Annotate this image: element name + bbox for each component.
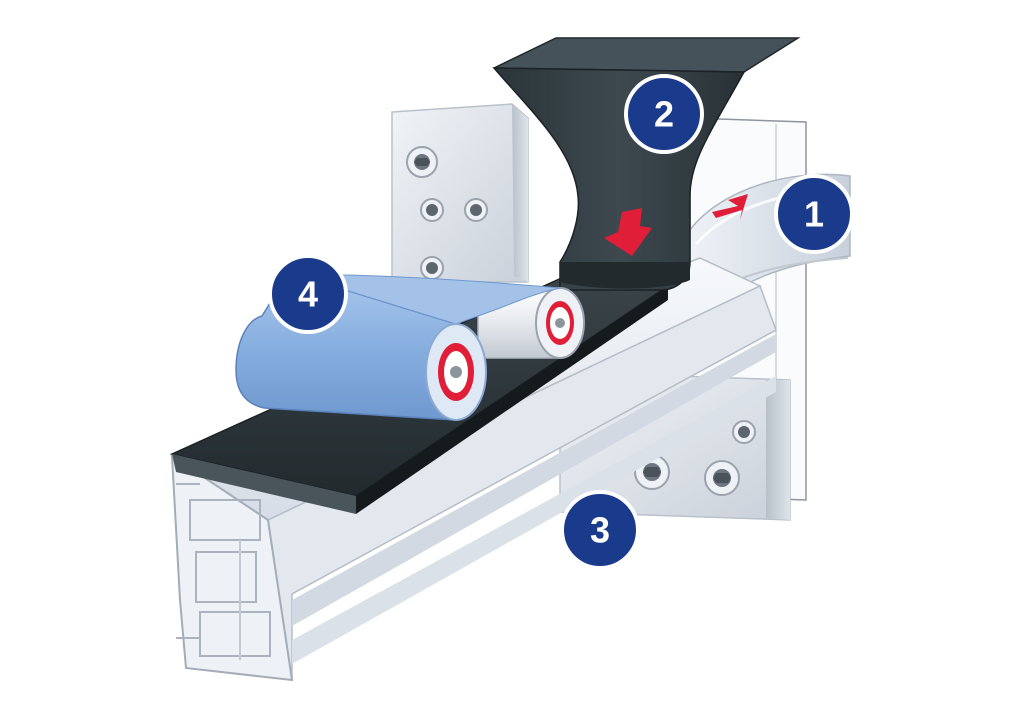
- step-badge-label: 2: [654, 94, 674, 135]
- feed-arrow-icon: [712, 194, 748, 220]
- bolt-icon: [704, 460, 740, 496]
- bolt-icon: [420, 256, 444, 280]
- bolt-icon: [732, 420, 756, 444]
- bolt-icon: [406, 146, 438, 178]
- step-badge-4: 4: [268, 254, 348, 334]
- step-badge-label: 3: [590, 510, 610, 551]
- bolt-icon: [464, 198, 488, 222]
- profile-cross-section: [170, 454, 294, 682]
- flow-arrow-icon: [604, 208, 652, 256]
- step-badge-label: 4: [298, 274, 318, 315]
- step-badge-1: 1: [774, 174, 854, 254]
- step-badge-label: 1: [804, 194, 824, 235]
- step-badge-3: 3: [560, 490, 640, 570]
- upper-mounting-block: [391, 103, 529, 283]
- step-badge-2: 2: [624, 74, 704, 154]
- bolt-icon: [420, 198, 444, 222]
